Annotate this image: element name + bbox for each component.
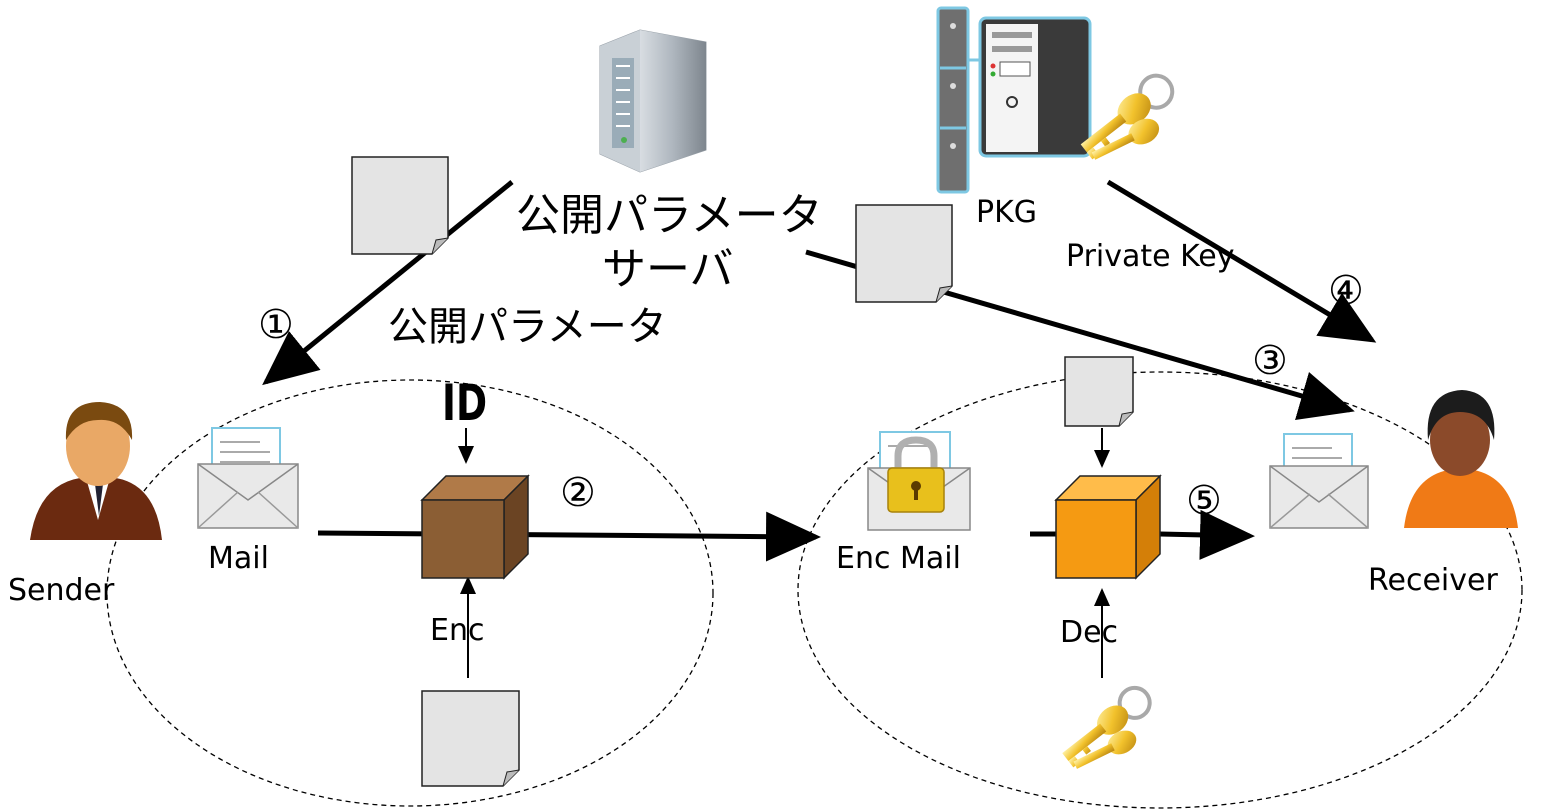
step-2-label: ② xyxy=(560,470,596,516)
step-3-label: ③ xyxy=(1252,338,1288,384)
dec-box xyxy=(1054,474,1162,580)
pkg-server-icon xyxy=(936,6,1092,194)
document-icon xyxy=(855,204,953,303)
server-tower-icon xyxy=(599,29,707,173)
mail-envelope-icon xyxy=(197,427,299,529)
document-icon xyxy=(421,690,520,787)
sender-label: Sender xyxy=(8,573,115,608)
public-params-label: 公開パラメータ xyxy=(388,304,667,350)
arrow-step-5 xyxy=(1159,509,1255,560)
enc-box xyxy=(420,474,530,580)
key-icon xyxy=(1080,73,1175,160)
sender-person-icon xyxy=(30,402,162,540)
locked-mail-icon xyxy=(867,431,971,531)
receiver-label: Receiver xyxy=(1368,563,1498,598)
private-key-label: Private Key xyxy=(1066,239,1235,274)
dec-label: Dec xyxy=(1060,615,1118,650)
receiver-person-icon xyxy=(1404,390,1518,528)
pkg-label: PKG xyxy=(976,195,1037,230)
key-icon xyxy=(1062,685,1152,769)
enc-label: Enc xyxy=(430,613,484,648)
id-label: ID xyxy=(442,375,487,433)
arrow-step-2 xyxy=(317,511,821,562)
step-1-label: ① xyxy=(258,302,294,348)
param-server-label-line2: サーバ xyxy=(602,244,734,295)
param-server-label-line1: 公開パラメータ xyxy=(516,190,823,241)
arrow-step-4 xyxy=(1106,179,1377,343)
enc-mail-label: Enc Mail xyxy=(836,541,961,576)
sender-side-ellipse xyxy=(106,379,714,807)
mail-envelope-icon xyxy=(1269,433,1369,529)
document-icon xyxy=(351,156,449,255)
document-icon xyxy=(1064,356,1134,427)
receiver-side-ellipse xyxy=(797,371,1523,809)
mail-label: Mail xyxy=(208,541,269,576)
arrow-step-1 xyxy=(262,180,514,386)
step-4-label: ④ xyxy=(1328,268,1364,314)
step-5-label: ⑤ xyxy=(1186,478,1222,524)
